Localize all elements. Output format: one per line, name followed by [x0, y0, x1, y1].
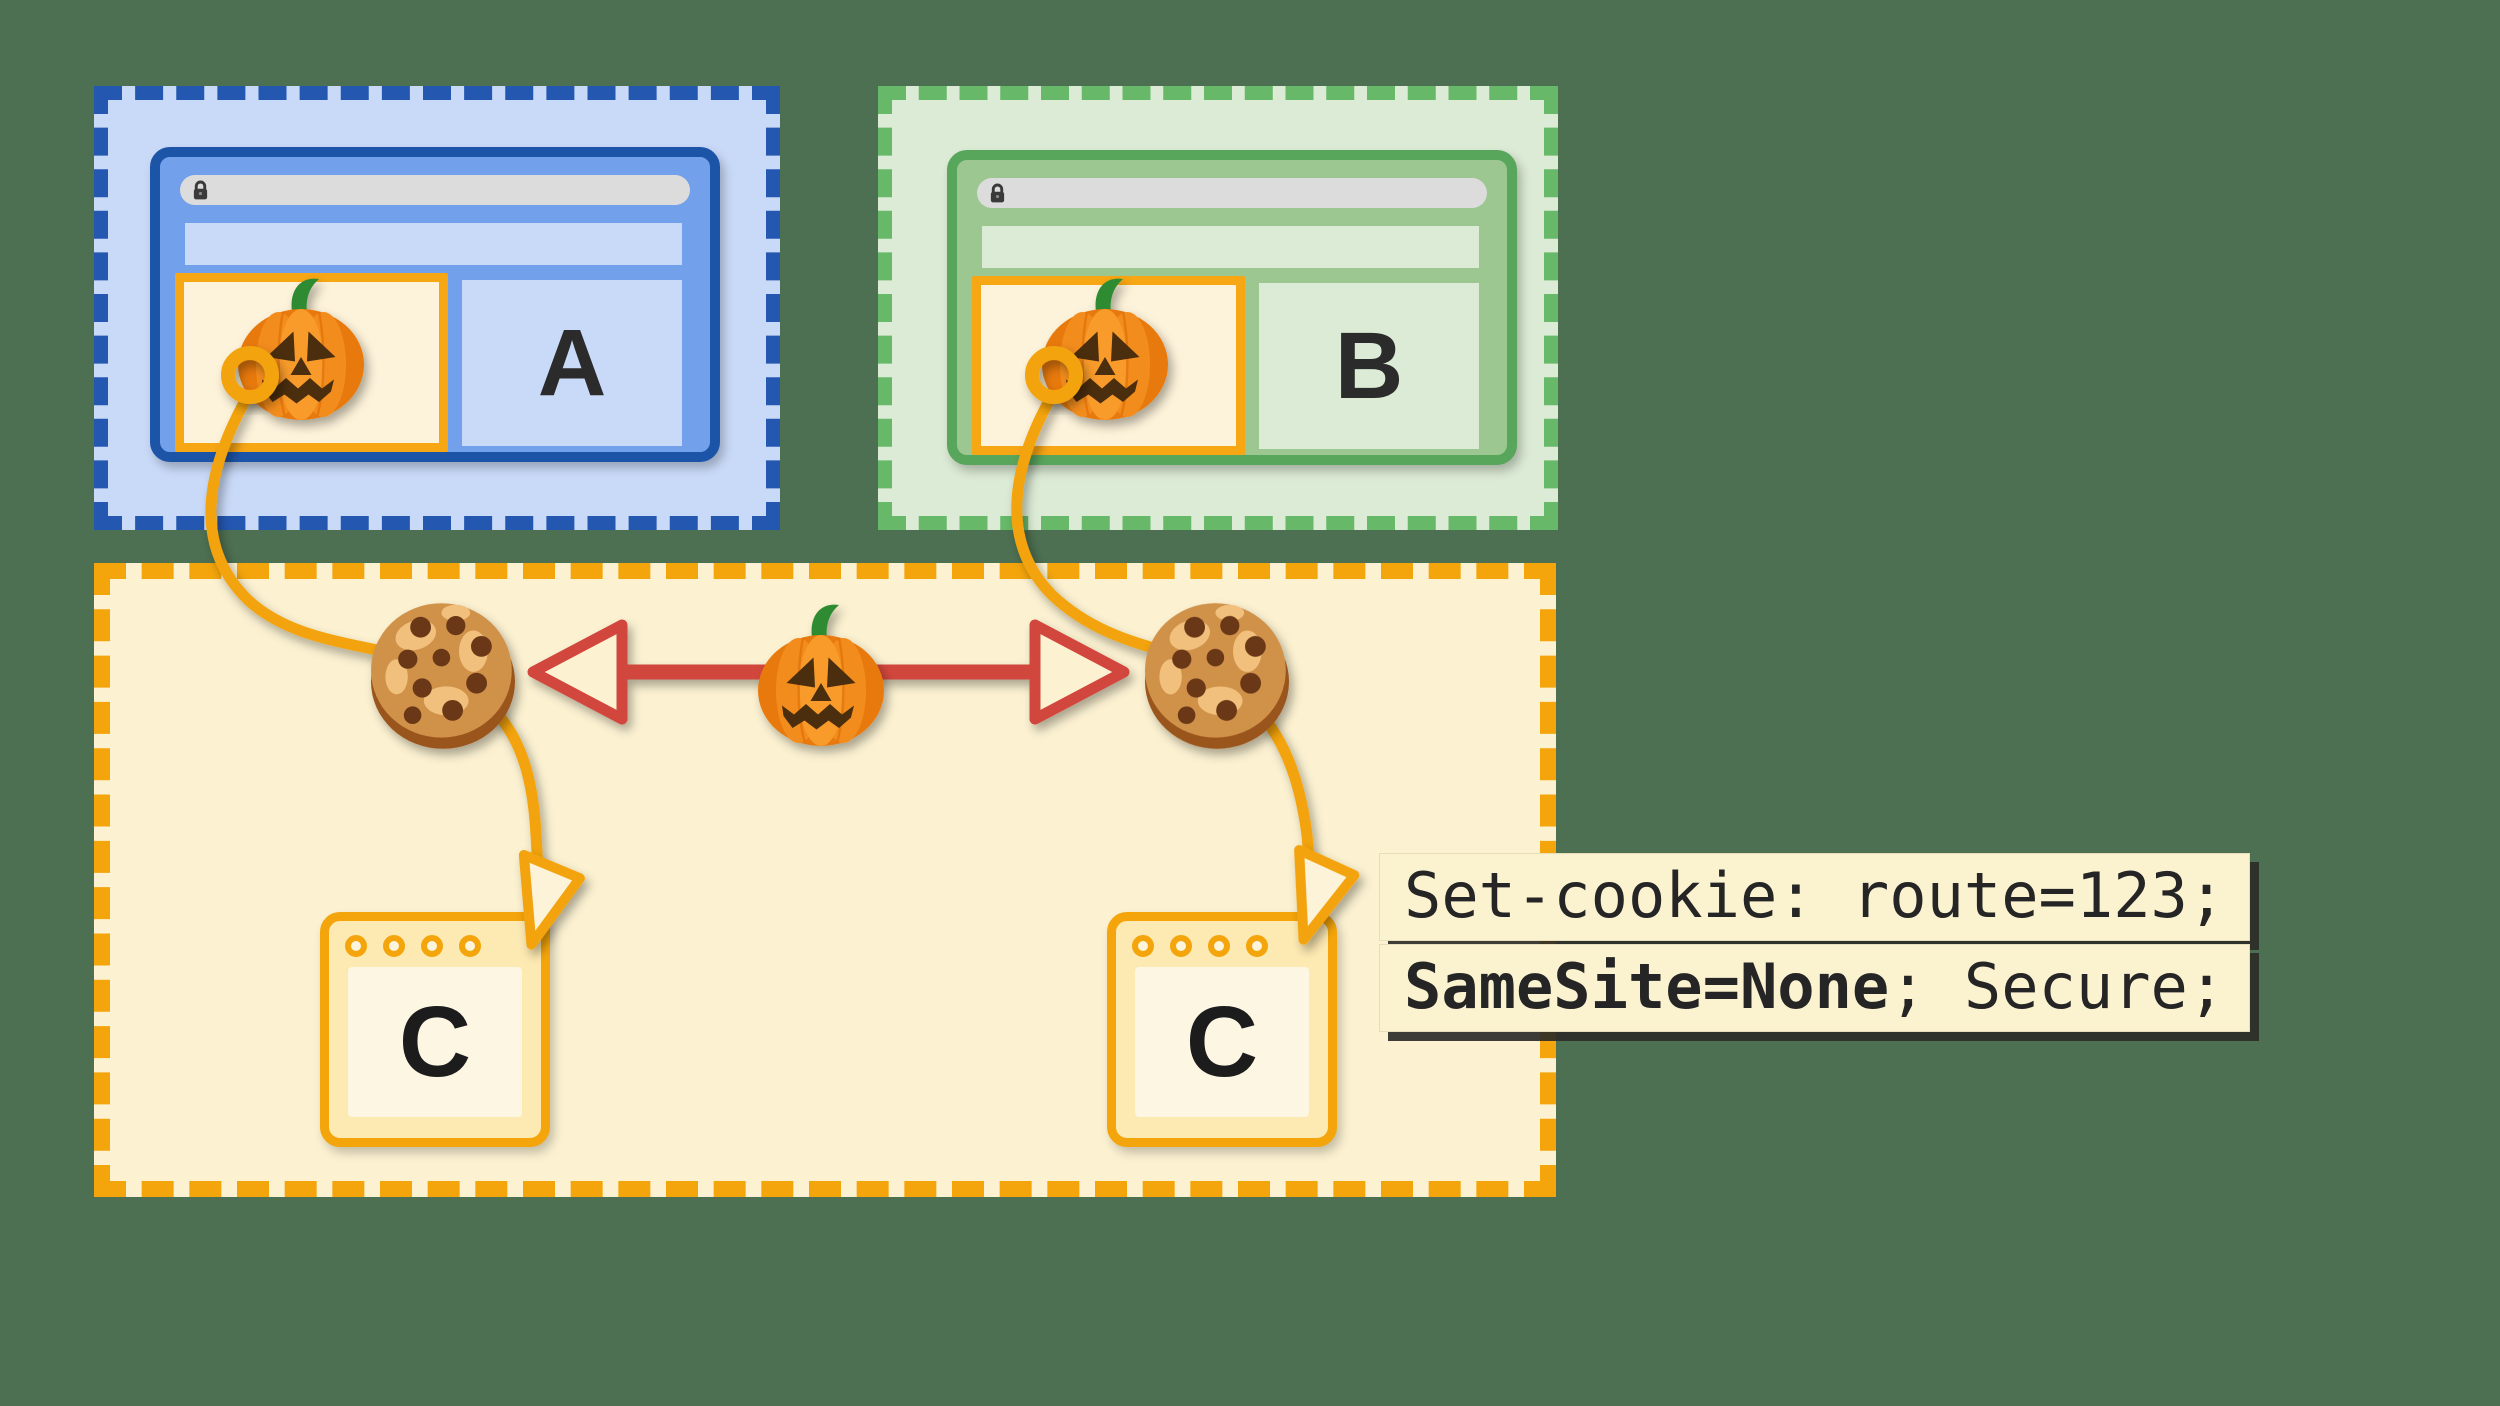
site-a-label: A	[537, 309, 607, 416]
site-b-content-strip	[982, 226, 1479, 268]
window-dot-icon	[345, 935, 367, 957]
site-a-embedded-iframe	[175, 273, 448, 452]
window-dot-icon	[383, 935, 405, 957]
window-dot-icon	[421, 935, 443, 957]
site-a-page-panel: A	[462, 280, 682, 446]
site-a-content-strip	[185, 223, 682, 265]
third-party-left-label: C	[398, 985, 472, 1098]
site-a-url-bar	[180, 175, 690, 205]
site-b-label: B	[1334, 312, 1404, 419]
site-b-url-bar	[977, 178, 1487, 208]
window-dot-icon	[1170, 935, 1192, 957]
third-party-window-left: C	[320, 912, 550, 1147]
secure-text: ; Secure;	[1889, 950, 2226, 1023]
window-dots	[345, 935, 541, 957]
window-dot-icon	[1208, 935, 1230, 957]
lock-icon	[193, 180, 208, 199]
site-b-page-panel: B	[1259, 283, 1479, 449]
lock-icon	[990, 183, 1005, 202]
site-b-browser-window: B	[947, 150, 1517, 465]
set-cookie-text: Set-cookie: route=123;	[1404, 859, 2226, 932]
window-dots	[1132, 935, 1328, 957]
third-party-window-right: C	[1107, 912, 1337, 1147]
third-party-right-label: C	[1185, 985, 1259, 1098]
site-a-browser-window: A	[150, 147, 720, 462]
set-cookie-header-line2: SameSite=None; Secure;	[1379, 944, 2251, 1032]
third-party-left-panel: C	[348, 967, 522, 1117]
third-party-right-panel: C	[1135, 967, 1309, 1117]
set-cookie-header-line1: Set-cookie: route=123;	[1379, 853, 2251, 941]
site-b-embedded-iframe	[972, 276, 1245, 455]
samesite-none-text: SameSite=None	[1404, 950, 1890, 1023]
window-dot-icon	[1246, 935, 1268, 957]
window-dot-icon	[459, 935, 481, 957]
window-dot-icon	[1132, 935, 1154, 957]
